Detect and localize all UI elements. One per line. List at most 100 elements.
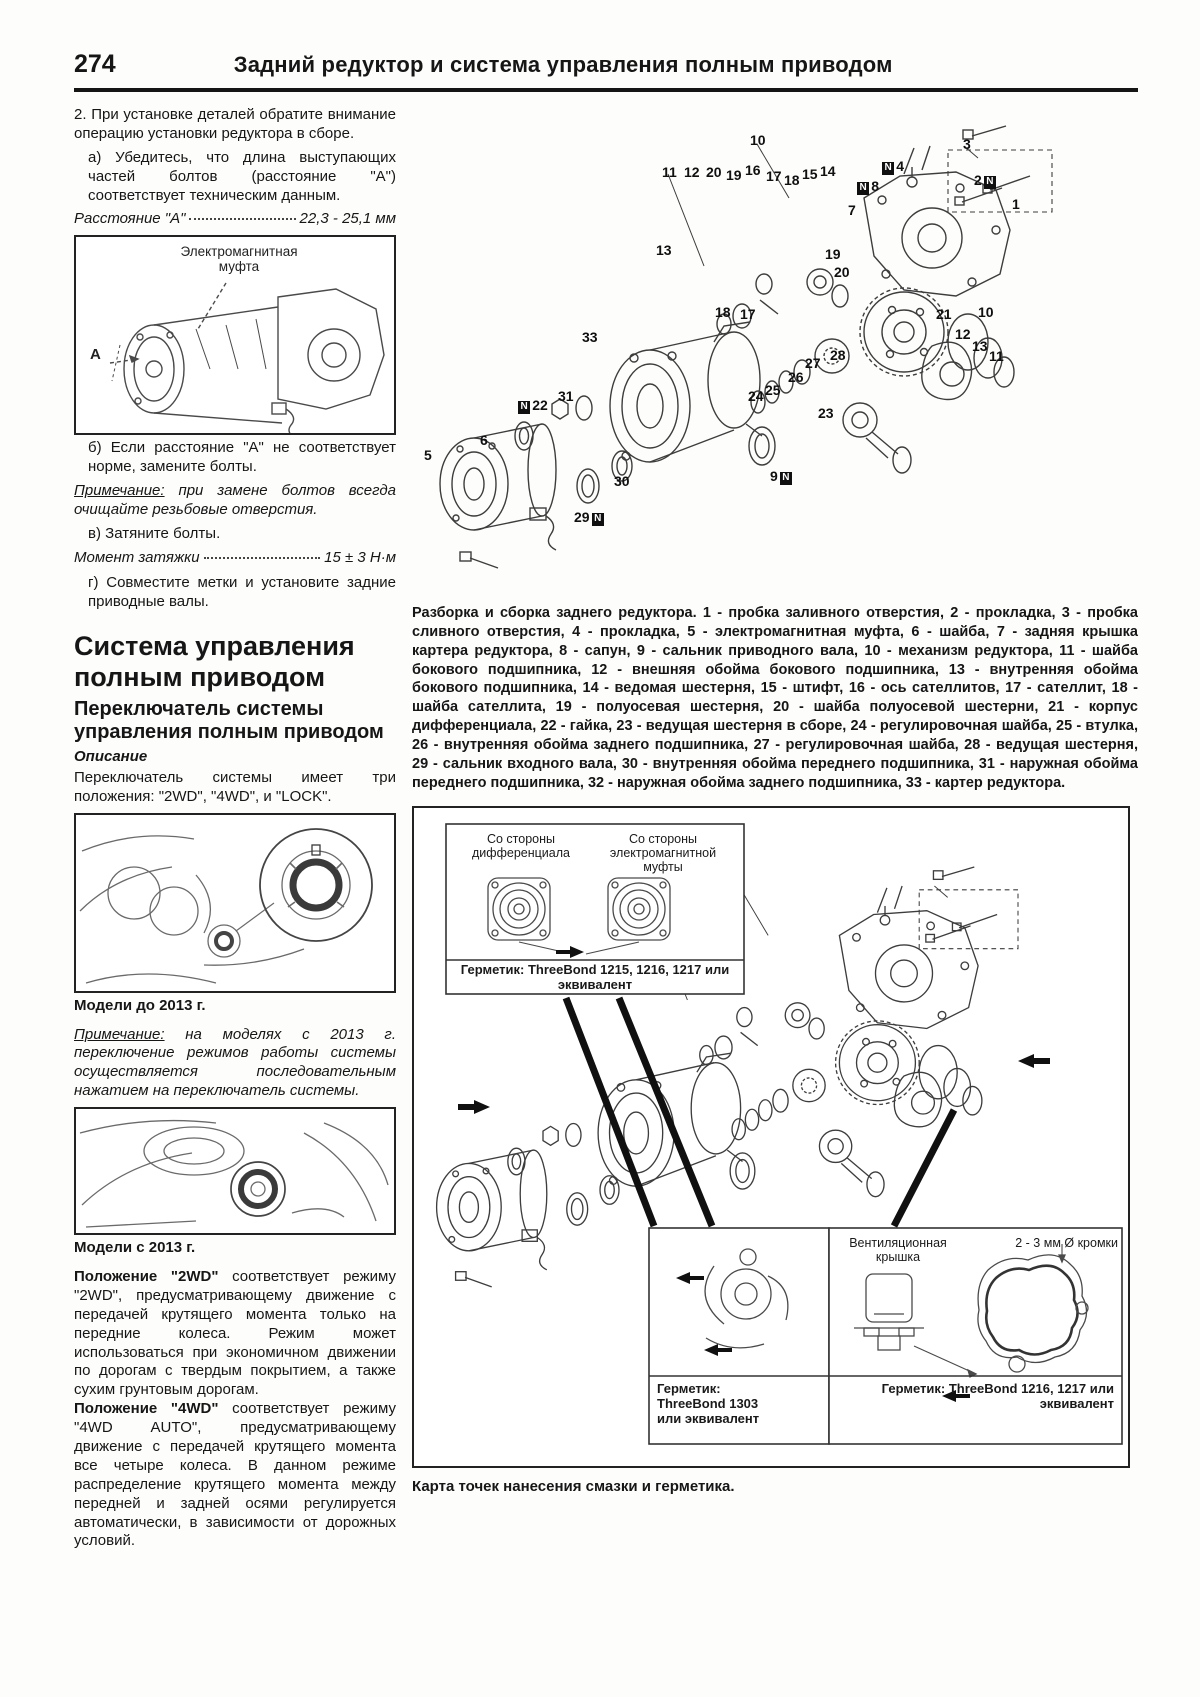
callout-19: 19 xyxy=(825,246,841,262)
page-number: 274 xyxy=(74,50,116,78)
callout-16: 16 xyxy=(745,162,761,178)
console-pre2013-drawing xyxy=(79,827,373,984)
label-vent-cover: Вентиляционная крышка xyxy=(849,1236,947,1265)
new-part-marker: N xyxy=(983,175,997,189)
spec-distance-a: Расстояние "А" 22,3 - 25,1 мм xyxy=(74,210,396,229)
spec-label: Момент затяжки xyxy=(74,548,200,566)
description-label: Описание xyxy=(74,747,148,765)
note-label: Примечание: xyxy=(74,1025,165,1043)
note-2013: Примечание: на моделях с 2013 г. переклю… xyxy=(74,1026,396,1102)
callout-11: 11 xyxy=(989,348,1004,364)
subsection-heading: Переключатель системы управления полным … xyxy=(74,697,384,743)
callout-10: 10 xyxy=(750,132,766,148)
left-column: 2. При установке деталей обратите вниман… xyxy=(74,106,396,1556)
figure-console-pre2013 xyxy=(74,812,396,993)
new-part-marker: N xyxy=(591,512,604,526)
label-clutch-side: Со стороны электромагнитной муфты xyxy=(609,832,717,875)
header-rule xyxy=(74,88,1138,92)
callout-27: 27 xyxy=(805,355,821,371)
callout-14: 14 xyxy=(820,163,836,179)
figure-caption-2013: Модели с 2013 г. xyxy=(74,1239,196,1257)
callout-10: 10 xyxy=(978,304,994,320)
sealant-map-figure: Со стороны дифференциала Со стороны элек… xyxy=(412,806,1130,1469)
callout-7: 7 xyxy=(848,202,856,218)
callout-23: 23 xyxy=(818,405,834,421)
figure-caption-pre2013: Модели до 2013 г. xyxy=(74,996,206,1014)
callout-5: 5 xyxy=(424,447,432,463)
figure-clutch: Электромагнитная муфта А xyxy=(74,235,396,436)
note-text: на моделях с 2013 г. переключение режимо… xyxy=(74,1025,396,1100)
label-sealant-1215: Герметик: ThreeBond 1215, 1216, 1217 или… xyxy=(460,962,730,992)
spec-torque: Момент затяжки 15 ± 3 Н·м xyxy=(74,549,396,568)
callout-21: 21 xyxy=(936,306,952,322)
section-heading: Система управления полным приводом xyxy=(74,631,355,692)
mode-2wd-text: соответствует режиму "2WD", предусматрив… xyxy=(74,1267,396,1399)
callout-15: 15 xyxy=(802,166,818,182)
sealant-map-drawing xyxy=(435,823,1123,1446)
callout-17: 17 xyxy=(766,168,782,184)
figure-console-2013 xyxy=(74,1107,396,1236)
dimension-a-label: А xyxy=(90,346,101,364)
callout-20: 20 xyxy=(706,164,722,180)
callout-18: 18 xyxy=(715,304,731,320)
callout-3: 3 xyxy=(963,136,971,152)
new-part-marker: N xyxy=(518,400,531,414)
spec-value: 15 ± 3 Н·м xyxy=(324,548,396,566)
label-sealant-1216: Герметик: ThreeBond 1216, 1217 или эквив… xyxy=(881,1381,1114,1411)
mode-4wd-text: соответствует режиму "4WD AUTO", предусм… xyxy=(74,1400,396,1550)
mode-4wd-label: Положение "4WD" xyxy=(74,1400,219,1418)
callout-28: 28 xyxy=(830,347,846,363)
new-part-marker: N xyxy=(779,471,793,485)
callout-12: 12 xyxy=(684,164,700,180)
clutch-drawing xyxy=(109,282,385,434)
mode-2wd-label: Положение "2WD" xyxy=(74,1267,219,1285)
page-header: 274 Задний редуктор и система управления… xyxy=(74,50,1138,79)
page-title: Задний редуктор и система управления пол… xyxy=(233,52,893,77)
callout-20: 20 xyxy=(834,264,850,280)
callout-33: 33 xyxy=(582,329,598,345)
callout-31: 31 xyxy=(558,388,574,404)
exploded-caption: Разборка и сборка заднего редуктора. 1 -… xyxy=(412,605,1138,791)
step-2-paragraph: 2. При установке деталей обратите вниман… xyxy=(74,106,396,142)
new-part-marker: N xyxy=(882,161,895,175)
clutch-label: Электромагнитная муфта xyxy=(180,244,298,275)
console-2013-drawing xyxy=(79,1119,389,1228)
step-v-paragraph: в) Затяните болты. xyxy=(88,524,221,542)
mode-paragraph: Положение "2WD" соответствует режиму "2W… xyxy=(74,1268,396,1551)
label-edge-size: 2 - 3 мм Ø кромки xyxy=(1015,1236,1118,1251)
new-part-marker: N xyxy=(857,181,870,195)
callout-18: 18 xyxy=(784,172,800,188)
dotted-leader xyxy=(203,556,321,559)
label-sealant-1303: Герметик: ThreeBond 1303 или эквивалент xyxy=(657,1381,760,1426)
sealant-map-caption: Карта точек нанесения смазки и герметика… xyxy=(412,1478,735,1496)
step-2a-paragraph: а) Убедитесь, что длина выступающих част… xyxy=(88,148,396,204)
callout-13: 13 xyxy=(656,242,672,258)
callout-11: 11 xyxy=(662,164,677,180)
note-bolts: Примечание: при замене болтов всегда очи… xyxy=(74,482,396,520)
dotted-leader xyxy=(189,218,296,221)
note-text: при замене болтов всегда очищайте резьбо… xyxy=(74,482,396,519)
step-g-paragraph: г) Совместите метки и установите задние … xyxy=(88,573,396,610)
description-text: Переключатель системы имеет три положени… xyxy=(74,768,396,805)
callout-1: 1 xyxy=(1012,196,1020,212)
callout-6: 6 xyxy=(480,432,488,448)
callout-17: 17 xyxy=(740,306,756,322)
spec-label: Расстояние "А" xyxy=(74,210,186,228)
callout-30: 30 xyxy=(614,473,630,489)
callout-26: 26 xyxy=(788,369,804,385)
note-label: Примечание: xyxy=(74,482,165,500)
label-diff-side: Со стороны дифференциала xyxy=(472,832,570,861)
spec-value: 22,3 - 25,1 мм xyxy=(299,210,396,228)
callout-13: 13 xyxy=(972,338,988,354)
callout-19: 19 xyxy=(726,167,742,183)
step-b-paragraph: б) Если расстояние "А" не соответствует … xyxy=(88,439,396,476)
